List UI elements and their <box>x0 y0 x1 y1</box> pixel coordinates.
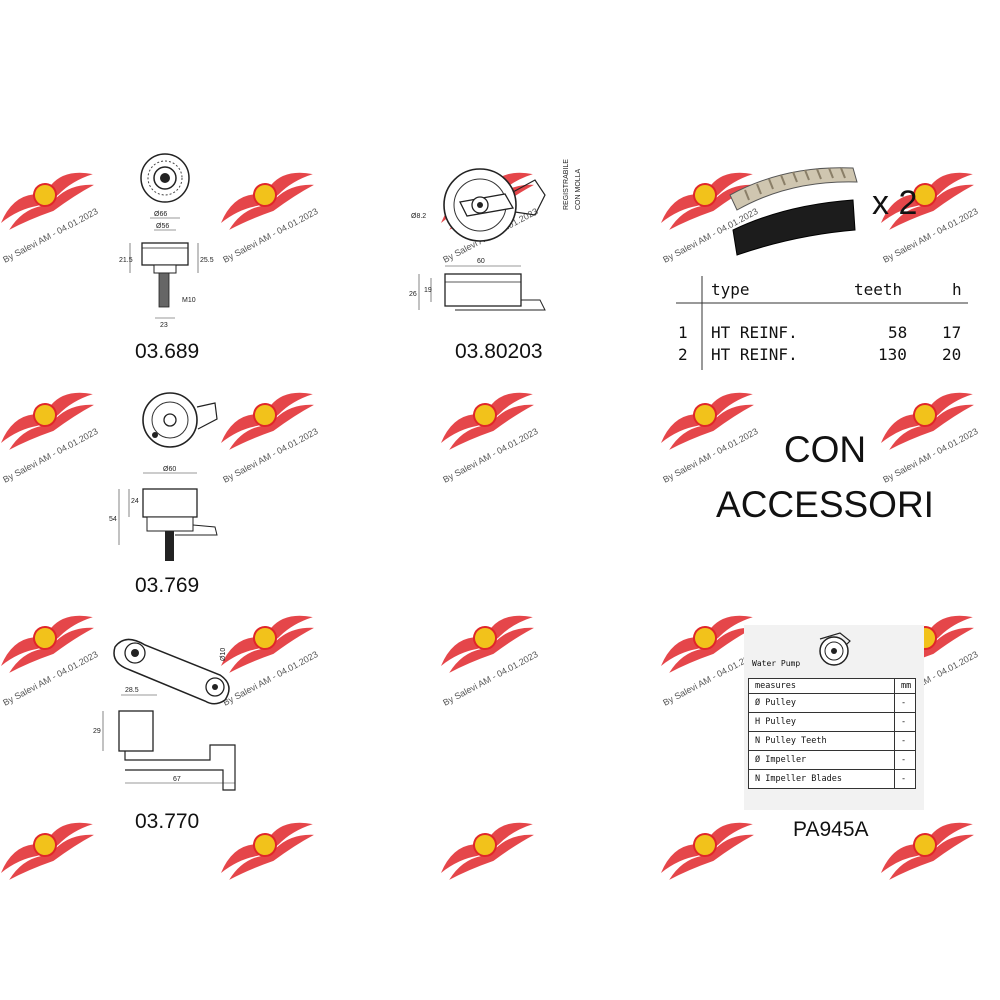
measure-label: H Pulley <box>748 712 895 732</box>
watermark-text: By Salevi AM - 04.01.2023 <box>1 206 99 265</box>
part-code-03-770: 03.770 <box>135 810 200 833</box>
water-pump-panel: Water Pump measures mm Ø Pulley - H Pull… <box>744 625 924 810</box>
header-unit: mm <box>894 678 916 694</box>
water-pump-title: Water Pump <box>752 659 801 668</box>
watermark-stamp <box>440 392 534 450</box>
col-header-type: type <box>711 280 750 299</box>
row-h: 17 <box>942 323 962 342</box>
idler-arm-drawing-03-770: Ø10 28.5 29 67 <box>93 638 236 791</box>
watermark-stamp <box>220 172 314 230</box>
note-label: CON MOLLA <box>575 168 582 210</box>
dim-label: Ø8.2 <box>411 213 426 220</box>
dim-label: Ø60 <box>163 466 176 473</box>
watermark-text: By Salevi AM - 04.01.2023 <box>441 426 539 485</box>
dim-label: 24 <box>131 498 139 505</box>
table-row: Ø Pulley - <box>748 693 916 713</box>
measure-label: Ø Pulley <box>748 693 895 713</box>
dim-label: 23 <box>160 322 168 329</box>
accessories-line-2: ACCESSORI <box>716 484 934 525</box>
watermark-stamp <box>440 615 534 673</box>
tensioner-drawing-03-769: Ø60 24 54 <box>109 392 218 561</box>
watermark-stamp <box>0 392 94 450</box>
row-number: 1 <box>678 323 688 342</box>
measure-value: - <box>894 731 916 751</box>
dim-label: 54 <box>109 516 117 523</box>
watermark-text: By Salevi AM - 04.01.2023 <box>1 426 99 485</box>
measure-value: - <box>894 693 916 713</box>
watermark-stamp <box>440 822 534 880</box>
row-h: 20 <box>942 345 962 364</box>
watermark-stamp <box>220 392 314 450</box>
belt-quantity: x 2 <box>872 184 918 222</box>
table-header-row: measures mm <box>748 678 916 694</box>
measure-value: - <box>894 712 916 732</box>
measure-label: N Pulley Teeth <box>748 731 895 751</box>
watermark-stamp <box>660 172 754 230</box>
row-type: HT REINF. <box>711 345 798 364</box>
tensioner-side-view <box>142 488 198 518</box>
row-teeth: 130 <box>878 345 907 364</box>
part-code-03-689: 03.689 <box>135 340 200 363</box>
tensioner-drawing-03-689: Ø66 Ø56 21.5 25.5 M10 23 <box>119 153 214 329</box>
note-label: REGISTRABILE <box>563 159 570 210</box>
measure-label: N Impeller Blades <box>748 769 895 789</box>
watermark-stamp <box>880 822 974 880</box>
tensioner-side-view <box>444 273 522 307</box>
table-row: N Impeller Blades - <box>748 769 916 789</box>
measure-value: - <box>894 769 916 789</box>
header-measures: measures <box>748 678 895 694</box>
watermark-text: By Salevi AM - 04.01.2023 <box>221 206 319 265</box>
timing-belt-image <box>729 167 858 256</box>
tensioner-drawing-03-80203: Ø8.2 REGISTRABILE CON MOLLA 60 26 19 <box>409 159 582 311</box>
watermark-stamp <box>0 172 94 230</box>
table-row: Ø Impeller - <box>748 750 916 770</box>
dim-label: Ø56 <box>156 223 169 230</box>
measure-label: Ø Impeller <box>748 750 895 770</box>
dim-label: M10 <box>182 297 196 304</box>
part-code-03-80203: 03.80203 <box>455 340 543 363</box>
dim-label: 29 <box>93 728 101 735</box>
dim-label: Ø10 <box>220 648 227 661</box>
water-pump-measures-table: measures mm Ø Pulley - H Pulley - N Pull… <box>748 678 916 789</box>
pulley-side-view <box>141 242 189 266</box>
watermark-stamp <box>220 615 314 673</box>
table-row: H Pulley - <box>748 712 916 732</box>
watermark-text: By Salevi AM - 04.01.2023 <box>221 426 319 485</box>
col-header-h: h <box>952 280 962 299</box>
watermark-stamp <box>0 615 94 673</box>
measure-value: - <box>894 750 916 770</box>
water-pump-icon <box>819 632 851 666</box>
watermark-stamp <box>0 822 94 880</box>
watermark-text: By Salevi AM - 04.01.2023 <box>441 649 539 708</box>
watermark-stamp <box>880 392 974 450</box>
accessories-line-1: CON <box>783 429 867 470</box>
bolt-shank <box>165 531 174 561</box>
part-code-pa945a: PA945A <box>793 818 869 841</box>
dim-label: 26 <box>409 291 417 298</box>
dim-label: 60 <box>477 258 485 265</box>
row-type: HT REINF. <box>711 323 798 342</box>
dim-label: Ø66 <box>154 211 167 218</box>
part-code-03-769: 03.769 <box>135 574 200 597</box>
table-row: N Pulley Teeth - <box>748 731 916 751</box>
row-teeth: 58 <box>888 323 908 342</box>
watermark-stamp <box>220 822 314 880</box>
idler-side-view <box>118 710 154 752</box>
bolt-shank <box>158 272 170 308</box>
watermark-stamp <box>880 172 974 230</box>
watermark-stamp <box>660 392 754 450</box>
dim-label: 67 <box>173 776 181 783</box>
row-number: 2 <box>678 345 688 364</box>
col-header-teeth: teeth <box>854 280 903 299</box>
dim-label: 28.5 <box>125 687 139 694</box>
dim-label: 25.5 <box>200 257 214 264</box>
watermark-stamp <box>660 822 754 880</box>
dim-label: 19 <box>424 287 432 294</box>
dim-label: 21.5 <box>119 257 133 264</box>
watermark-stamp <box>660 615 754 673</box>
belt-spec-table: type teeth h 1 HT REINF. 58 17 2 HT REIN… <box>676 276 968 370</box>
